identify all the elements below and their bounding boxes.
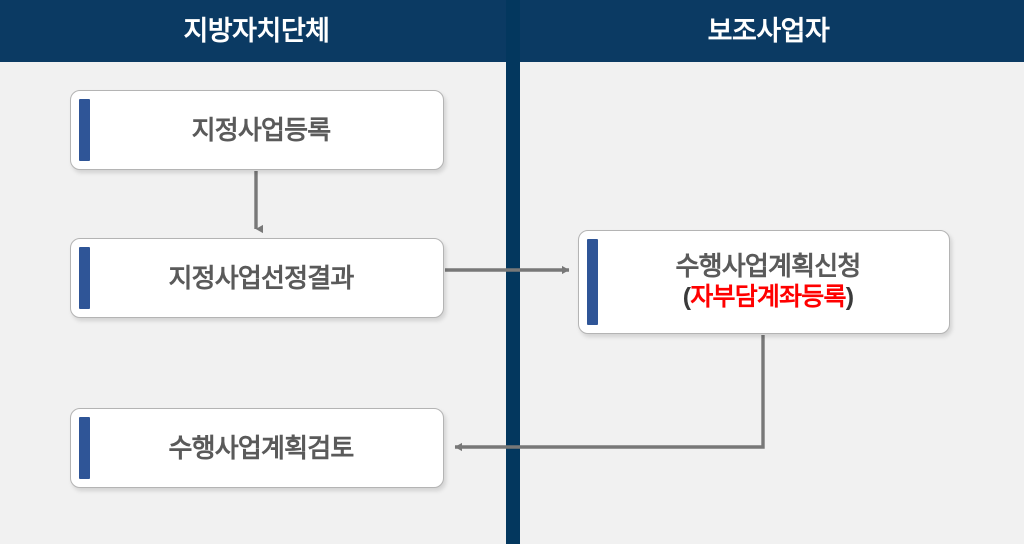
- lane-header-subsidy-operator: 보조사업자: [513, 0, 1024, 62]
- lane-header-local-government: 지방자치단체: [0, 0, 513, 62]
- node-label-highlight: 자부담계좌등록: [690, 283, 846, 312]
- node-label: 지정사업등록: [191, 114, 332, 145]
- node-accent-bar: [587, 239, 598, 325]
- node-designated-project-registration[interactable]: 지정사업등록: [70, 90, 444, 170]
- node-accent-bar: [79, 99, 90, 161]
- node-label: 지정사업선정결과: [168, 262, 355, 293]
- paren-close: ): [845, 283, 854, 312]
- node-execution-plan-application[interactable]: 수행사업계획신청(자부담계좌등록): [578, 230, 950, 334]
- lane-title-right: 보조사업자: [707, 15, 830, 46]
- node-accent-bar: [79, 417, 90, 479]
- connector-apply-to-review: [454, 335, 765, 452]
- node-label-group: 수행사업계획신청(자부담계좌등록): [658, 251, 871, 312]
- node-accent-bar: [79, 247, 90, 309]
- paren-open: (: [682, 283, 691, 312]
- lane-divider: [506, 0, 520, 544]
- node-label-main: 수행사업계획신청: [675, 251, 862, 282]
- lane-title-left: 지방자치단체: [183, 15, 330, 46]
- node-label-sub: (자부담계좌등록): [676, 283, 861, 313]
- node-designated-project-selection-result[interactable]: 지정사업선정결과: [70, 238, 444, 318]
- node-execution-plan-review[interactable]: 수행사업계획검토: [70, 408, 444, 488]
- node-label: 수행사업계획검토: [168, 432, 355, 463]
